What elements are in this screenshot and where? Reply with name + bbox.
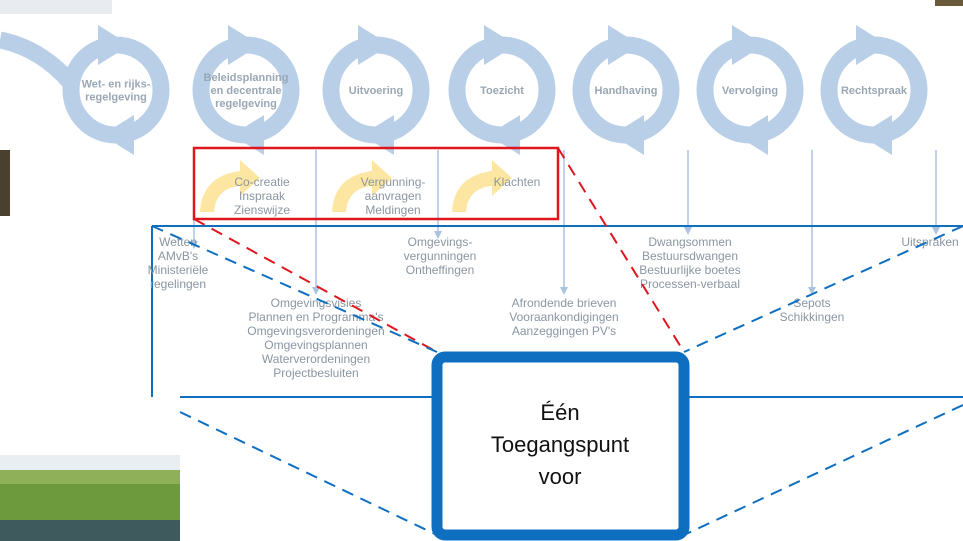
cycle-chain — [0, 25, 928, 155]
blue-dashed-connector-bottom-left — [179, 411, 438, 536]
photo-corner-top-right — [935, 0, 963, 6]
cycle-arrow-4 — [448, 25, 556, 155]
phase-labels: Wet- en rijks-regelgeving Beleidsplanning… — [82, 72, 908, 110]
phase-label-6: Vervolging — [722, 85, 778, 97]
red-dashed-connector-left — [193, 218, 438, 353]
photo-corner-top-left — [0, 0, 112, 14]
cycle-arrow-6 — [696, 25, 804, 155]
cycle-arrow-2 — [192, 25, 300, 155]
phase-connector-lines — [190, 150, 940, 295]
phase-label-5: Handhaving — [595, 85, 658, 97]
participation-highlight-box — [192, 146, 560, 221]
cycle-arrow-7 — [820, 25, 928, 155]
dashed-connectors — [151, 147, 963, 536]
cycle-arrow-1 — [62, 25, 170, 155]
phase-label-1: Wet- en rijks-regelgeving — [82, 79, 151, 104]
participation-arrow-1 — [200, 160, 260, 212]
blue-dashed-connector-top-right — [683, 225, 963, 353]
photo-landscape-bottom-left — [0, 455, 180, 541]
cycle-entry-arrow — [0, 31, 77, 88]
cycle-arrow-5 — [572, 25, 680, 155]
phase-label-3: Uitvoering — [349, 85, 403, 97]
participation-label-3: Klachten — [494, 175, 541, 189]
output-top-4: Uitspraken — [901, 235, 958, 249]
photo-strip-left — [0, 150, 10, 216]
phase-label-4: Toezicht — [480, 85, 524, 97]
participation-arrow-2 — [332, 160, 392, 212]
participation-arrow-3 — [452, 160, 512, 212]
blue-dashed-connector-top-left — [151, 225, 438, 353]
blue-dashed-connector-bottom-right — [683, 404, 963, 536]
phase-label-7: Rechtspraak — [841, 85, 908, 97]
cycle-arrow-3 — [322, 25, 430, 155]
